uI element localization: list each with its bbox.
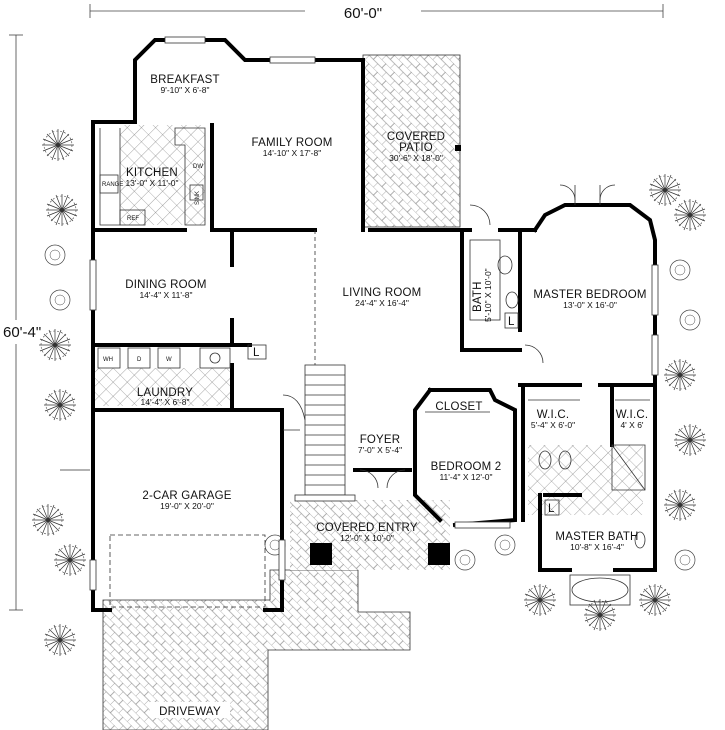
laundry-name: LAUNDRY bbox=[137, 387, 193, 399]
laundry-size: 14'-4" X 6'-8" bbox=[141, 397, 190, 407]
covered-patio-size: 30'-6" X 18'-0" bbox=[389, 153, 443, 163]
living-room-name: LIVING ROOM bbox=[343, 287, 422, 299]
wic-1-name: W.I.C. bbox=[537, 409, 570, 421]
closet-name: CLOSET bbox=[435, 401, 482, 413]
wh-label: WH bbox=[103, 357, 113, 363]
driveway-name: DRIVEWAY bbox=[159, 706, 221, 718]
linen-label-laundry: L bbox=[253, 347, 260, 359]
range-label: RANGE bbox=[102, 182, 123, 188]
master-bedroom-name: MASTER BEDROOM bbox=[533, 289, 646, 301]
driveway-paving bbox=[102, 569, 411, 730]
master-bath-tile bbox=[528, 445, 643, 515]
bath-name: BATH bbox=[472, 281, 484, 312]
width-dim-bg bbox=[305, 2, 421, 22]
covered-patio-name-2: PATIO bbox=[399, 142, 433, 154]
foyer-name: FOYER bbox=[360, 434, 401, 446]
dining-room-name: DINING ROOM bbox=[125, 279, 206, 291]
dining-room-size: 14'-4" X 11'-8" bbox=[139, 290, 192, 300]
family-room-size: 14'-10" X 17'-8" bbox=[263, 148, 321, 158]
covered-entry-size: 12'-0" X 10'-0" bbox=[340, 533, 394, 543]
foyer-size: 7'-0" X 5'-4" bbox=[358, 445, 402, 455]
bedroom-2-name: BEDROOM 2 bbox=[431, 461, 502, 473]
linen-label-master-bath: L bbox=[548, 503, 555, 515]
master-bath-name: MASTER BATH bbox=[555, 531, 638, 543]
kitchen-name: KITCHEN bbox=[126, 167, 178, 179]
wic-2-name: W.I.C. bbox=[616, 409, 649, 421]
living-room-size: 24'-4" X 16'-4" bbox=[355, 298, 409, 308]
bath-size: 5'-10" X 10'-0" bbox=[483, 268, 493, 322]
covered-patio-name-1: COVERED bbox=[387, 131, 445, 143]
wic-1-size: 5'-4" X 6'-0" bbox=[531, 420, 575, 430]
master-bath-size: 10'-8" X 16'-4" bbox=[570, 542, 624, 552]
driveway-label-bg bbox=[150, 702, 230, 718]
patio-post bbox=[455, 145, 461, 151]
sink-label: SINK bbox=[195, 191, 201, 205]
ref-label: REF bbox=[127, 216, 139, 222]
master-bedroom-size: 13'-0" X 16'-0" bbox=[563, 300, 617, 310]
kitchen-tile bbox=[120, 125, 205, 225]
dryer-label: D bbox=[137, 357, 142, 363]
wic-2-size: 4' X 6' bbox=[620, 420, 643, 430]
overall-width-dimension: 60'-0" bbox=[344, 5, 382, 22]
family-room-name: FAMILY ROOM bbox=[251, 137, 332, 149]
kitchen-size: 13'-0" X 11'-0" bbox=[125, 178, 178, 188]
linen-label-bath: L bbox=[508, 316, 515, 328]
covered-patio-paving bbox=[362, 54, 461, 228]
garage-size: 19'-0" X 20'-0" bbox=[160, 501, 214, 511]
overall-depth-dimension: 60'-4" bbox=[3, 324, 41, 341]
room-labels: BREAKFAST 9'-10" X 6'-8" KITCHEN 13'-0" … bbox=[125, 74, 648, 718]
washer-label: W bbox=[166, 357, 172, 363]
breakfast-size: 9'-10" X 6'-8" bbox=[161, 85, 210, 95]
details bbox=[60, 36, 659, 608]
bedroom-2-size: 11'-4" X 12'-0" bbox=[439, 472, 492, 482]
laundry-tile bbox=[95, 368, 230, 406]
fixture-labels: RANGE REF DW SINK WH D W L L L bbox=[102, 164, 555, 515]
garage-name: 2-CAR GARAGE bbox=[142, 490, 231, 502]
depth-dim-bg bbox=[0, 320, 34, 344]
breakfast-name: BREAKFAST bbox=[150, 74, 220, 86]
covered-entry-name: COVERED ENTRY bbox=[316, 522, 418, 534]
entry-column-left bbox=[310, 543, 332, 565]
entry-column-right bbox=[428, 543, 450, 565]
dw-label: DW bbox=[193, 164, 203, 170]
